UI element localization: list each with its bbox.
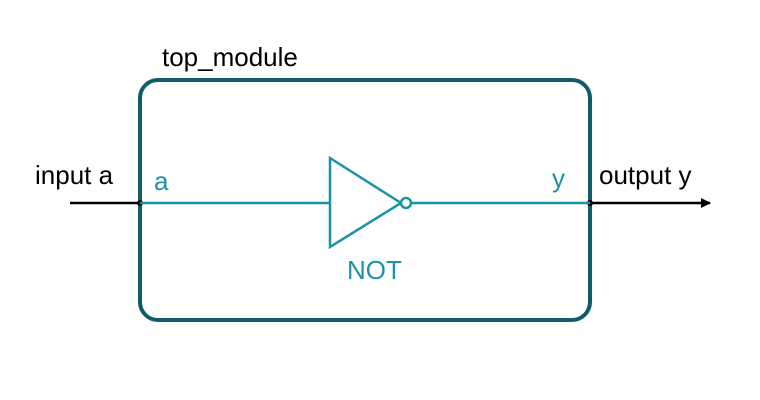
not-gate-bubble (399, 196, 413, 210)
gate-label: NOT (347, 255, 402, 285)
inner-output-label: y (552, 163, 565, 193)
output-port-label: output y (599, 160, 692, 190)
module-title: top_module (162, 42, 298, 72)
input-port-label: input a (35, 160, 114, 190)
inner-input-label: a (154, 166, 169, 196)
not-gate-triangle (328, 155, 404, 250)
